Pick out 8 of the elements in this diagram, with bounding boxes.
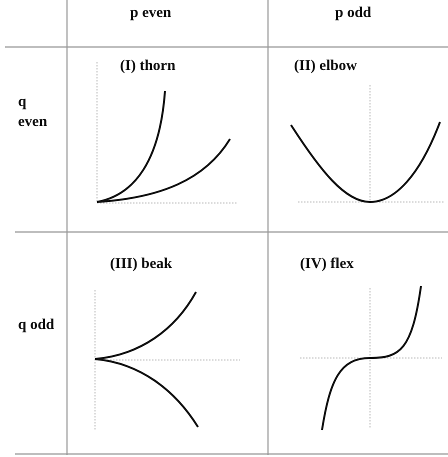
column-header: p odd xyxy=(335,4,372,23)
panel-title: (I) thorn xyxy=(120,57,176,76)
panel-title: (IV) flex xyxy=(300,255,354,274)
panel-title: (III) beak xyxy=(110,255,172,274)
column-header: p even xyxy=(130,4,172,23)
panel-title: (II) elbow xyxy=(294,57,357,76)
row-header: q odd xyxy=(18,316,56,335)
row-header: q even xyxy=(18,93,48,132)
